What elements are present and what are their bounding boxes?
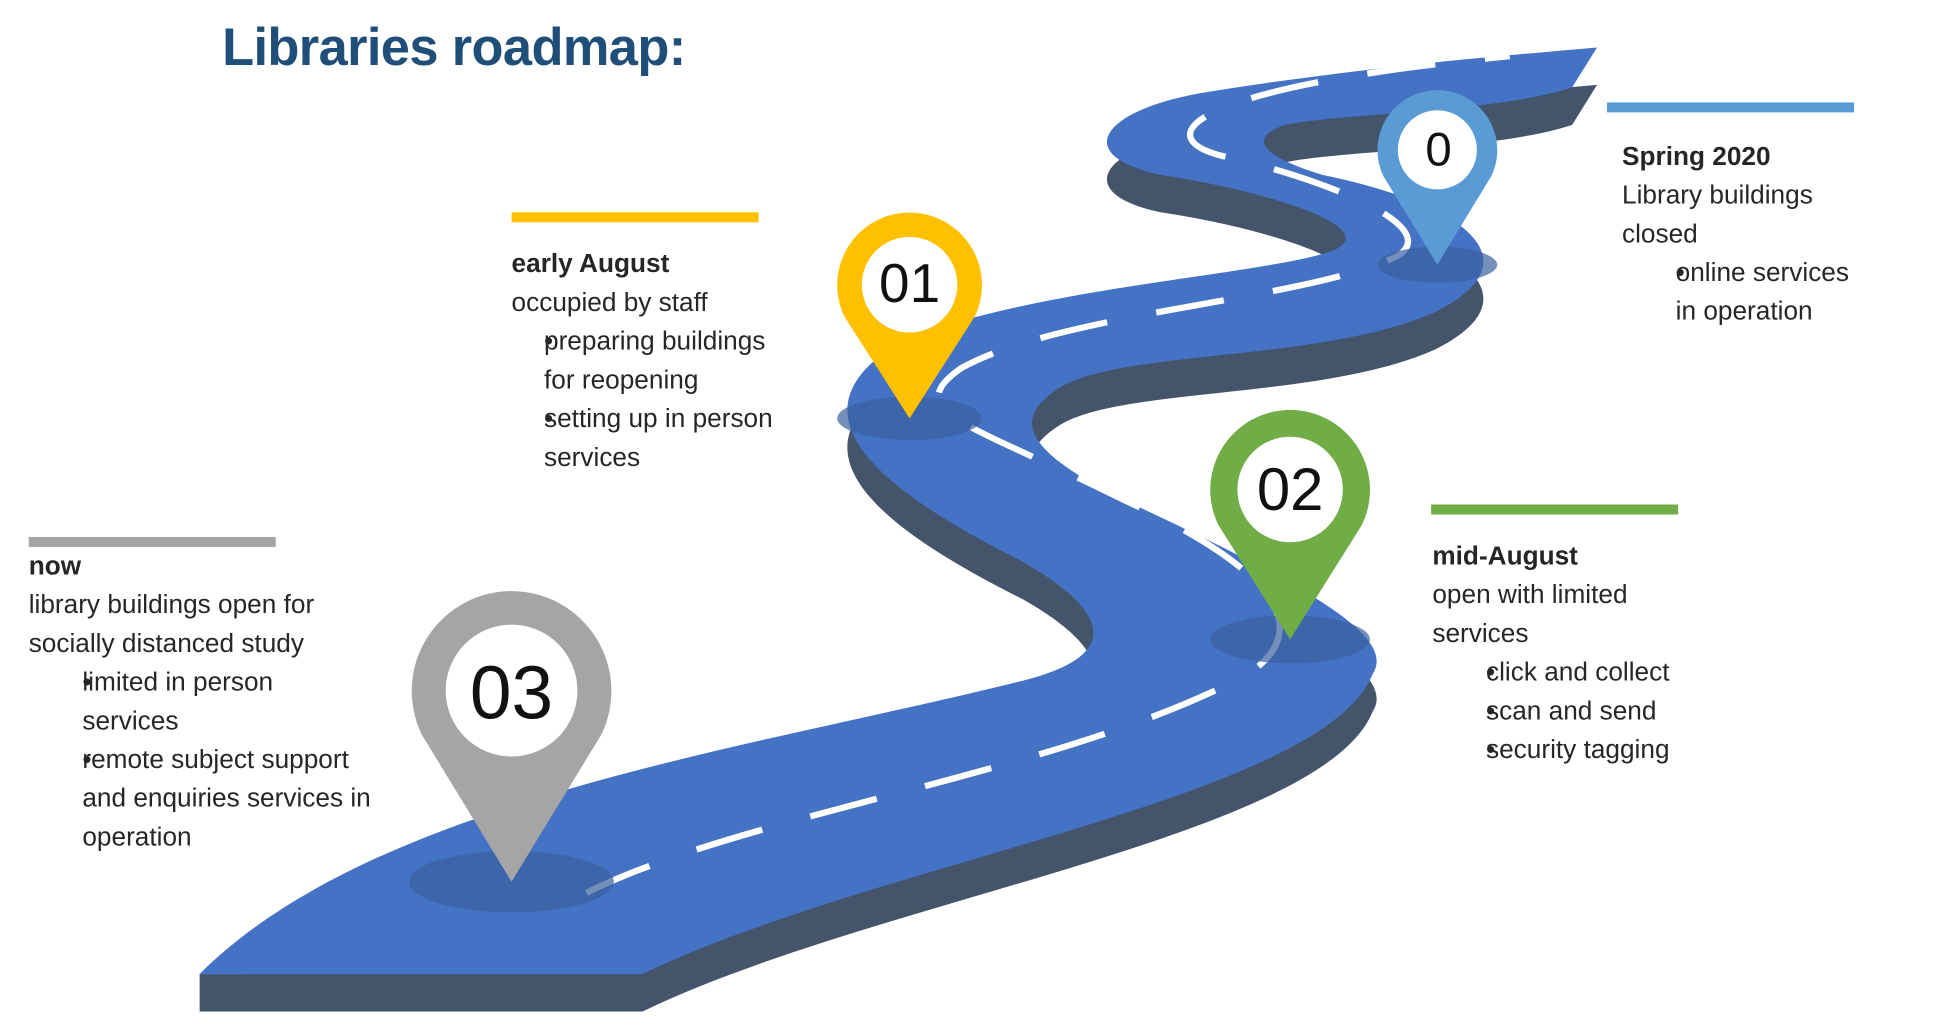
pin-shadow	[409, 850, 614, 913]
now-accent-bar	[28, 536, 276, 547]
road-base	[199, 974, 643, 1012]
milestone-bullet: security tagging	[1432, 731, 1682, 770]
early-august-accent-bar	[511, 212, 759, 223]
pin-center	[1237, 436, 1343, 543]
milestone-bullet: click and collect	[1432, 653, 1682, 692]
milestone-bullet: preparing buildings for reopening	[512, 322, 800, 399]
milestone-line: library buildings open for socially dist…	[28, 590, 315, 659]
now-block: now library buildings open for socially …	[29, 547, 372, 857]
milestone-line: open with limited services	[1432, 580, 1628, 649]
pin-center	[1397, 110, 1477, 190]
pin-label-mid-august: 02	[1256, 457, 1324, 524]
milestone-heading: Spring 2020	[1622, 142, 1771, 172]
pin-shadow	[1210, 615, 1370, 664]
milestone-heading: mid-August	[1432, 541, 1578, 571]
pin-shadow	[837, 396, 982, 441]
milestone-bullet: online services in operation	[1622, 254, 1875, 331]
road	[199, 47, 1598, 975]
milestone-line: Library buildings	[1622, 181, 1813, 210]
milestone-heading: now	[28, 551, 82, 581]
milestone-bullet: scan and send	[1432, 692, 1682, 731]
pin-center	[445, 624, 578, 757]
milestone-heading: early August	[511, 249, 670, 279]
pin-center	[861, 236, 958, 333]
milestone-line: closed	[1622, 219, 1698, 249]
road-center-line	[585, 53, 1511, 896]
spring-accent-bar	[1607, 102, 1855, 113]
milestone-bullet: remote subject support and enquiries ser…	[29, 741, 376, 857]
milestone-bullet: setting up in person services	[512, 400, 806, 477]
milestone-line: occupied by staff	[511, 288, 708, 318]
pin-label-spring: 0	[1425, 124, 1452, 177]
mid-august-accent-bar	[1431, 504, 1679, 515]
page-title: Libraries roadmap:	[222, 17, 686, 77]
pin-label-now: 03	[469, 651, 554, 735]
milestone-bullet: limited in person services	[29, 663, 320, 740]
spring-2020-block: Spring 2020 Library buildings closed onl…	[1622, 137, 1909, 331]
pin-label-early-august: 01	[879, 253, 941, 315]
early-august-block: early August occupied by staff preparing…	[512, 245, 811, 477]
mid-august-block: mid-August open with limited services cl…	[1432, 537, 1682, 769]
